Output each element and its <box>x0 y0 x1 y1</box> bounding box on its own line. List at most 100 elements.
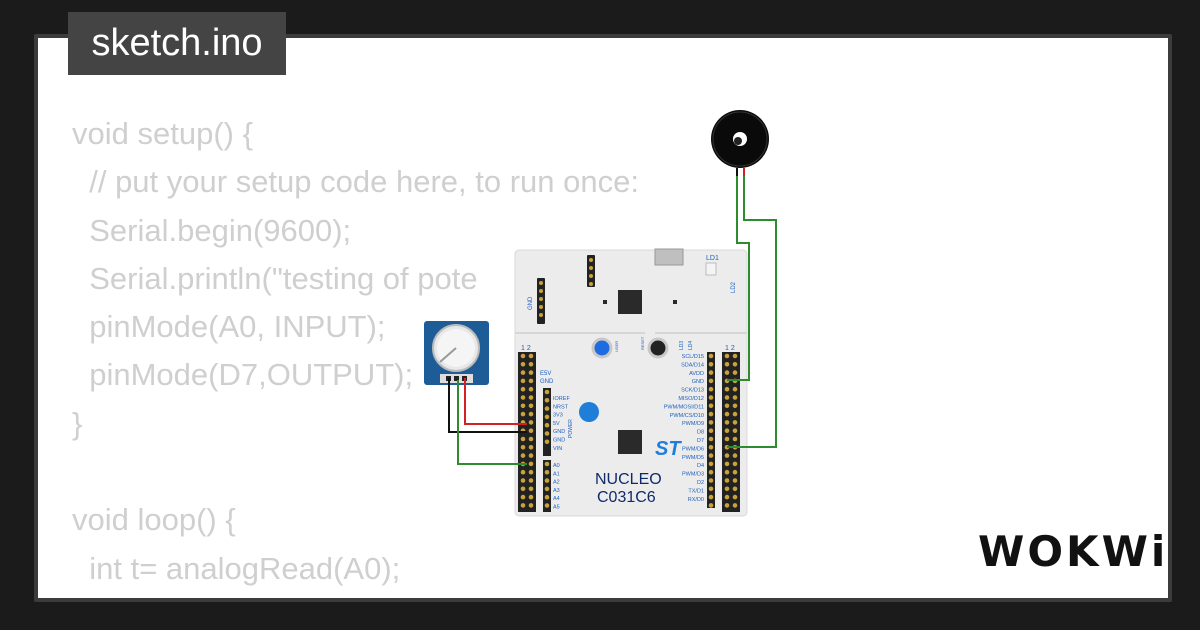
header-pin[interactable] <box>708 486 714 492</box>
header-pin[interactable] <box>724 453 730 458</box>
header-pin[interactable] <box>520 403 526 409</box>
header-pin[interactable] <box>544 439 550 445</box>
buzzer[interactable] <box>711 110 769 176</box>
header-pin[interactable] <box>708 445 714 450</box>
header-pin[interactable] <box>732 486 738 492</box>
nucleo-board[interactable]: LD1 LD2 LD3 LD4 USER RESET GND 1 2 1 2 E… <box>514 248 748 517</box>
header-pin[interactable] <box>544 461 550 467</box>
header-pin[interactable] <box>544 478 550 483</box>
header-pin[interactable] <box>520 386 526 392</box>
header-pin[interactable] <box>724 486 730 492</box>
header-pin[interactable] <box>520 486 526 492</box>
header-pin[interactable] <box>708 461 714 467</box>
reset-button[interactable] <box>647 337 669 359</box>
user-button[interactable] <box>591 337 613 359</box>
header-pin[interactable] <box>724 395 730 400</box>
header-pin[interactable] <box>528 436 534 442</box>
header-pin[interactable] <box>544 422 550 428</box>
header-pin[interactable] <box>724 436 730 442</box>
header-pin[interactable] <box>724 469 730 475</box>
header-pin[interactable] <box>520 411 526 417</box>
header-pin[interactable] <box>528 503 534 508</box>
header-pin[interactable] <box>520 503 526 508</box>
header-pin[interactable] <box>528 461 534 467</box>
header-pin[interactable] <box>732 353 738 359</box>
header-pin[interactable] <box>528 378 534 384</box>
header-pin[interactable] <box>708 386 714 392</box>
header-pin[interactable] <box>724 370 730 375</box>
header-pin[interactable] <box>732 420 738 425</box>
header-pin[interactable] <box>732 461 738 467</box>
header-pin[interactable] <box>732 370 738 375</box>
header-pin[interactable] <box>528 420 534 425</box>
header-pin[interactable] <box>520 478 526 483</box>
header-pin[interactable] <box>528 486 534 492</box>
header-pin[interactable] <box>520 353 526 359</box>
header-pin[interactable] <box>732 411 738 417</box>
header-pin[interactable] <box>528 395 534 400</box>
header-pin[interactable] <box>724 503 730 508</box>
header-pin[interactable] <box>708 395 714 400</box>
header-pin[interactable] <box>724 494 730 500</box>
header-pin[interactable] <box>520 362 526 367</box>
header-pin[interactable] <box>732 453 738 458</box>
header-pin[interactable] <box>544 431 550 436</box>
header-pin[interactable] <box>528 445 534 450</box>
header-pin[interactable] <box>520 395 526 400</box>
header-pin[interactable] <box>724 386 730 392</box>
header-pin[interactable] <box>708 362 714 367</box>
header-pin[interactable] <box>528 362 534 367</box>
header-pin[interactable] <box>708 378 714 384</box>
header-pin[interactable] <box>520 378 526 384</box>
header-pin[interactable] <box>708 420 714 425</box>
header-pin[interactable] <box>520 436 526 442</box>
header-pin[interactable] <box>732 403 738 409</box>
header-pin[interactable] <box>528 494 534 500</box>
header-pin[interactable] <box>528 411 534 417</box>
header-pin[interactable] <box>520 453 526 458</box>
header-pin[interactable] <box>528 469 534 475</box>
header-pin[interactable] <box>544 389 550 395</box>
header-pin[interactable] <box>708 436 714 442</box>
header-pin[interactable] <box>708 469 714 475</box>
header-pin[interactable] <box>520 445 526 450</box>
header-pin[interactable] <box>724 461 730 467</box>
header-pin[interactable] <box>520 469 526 475</box>
header-pin[interactable] <box>708 478 714 483</box>
header-pin[interactable] <box>732 386 738 392</box>
header-pin[interactable] <box>732 395 738 400</box>
header-pin[interactable] <box>708 403 714 409</box>
header-pin[interactable] <box>708 411 714 417</box>
header-pin[interactable] <box>732 503 738 508</box>
header-pin[interactable] <box>724 420 730 425</box>
header-pin[interactable] <box>724 478 730 483</box>
header-pin[interactable] <box>544 414 550 420</box>
header-pin[interactable] <box>520 494 526 500</box>
header-pin[interactable] <box>724 411 730 417</box>
header-pin[interactable] <box>544 494 550 500</box>
header-pin[interactable] <box>708 503 714 508</box>
header-pin[interactable] <box>732 436 738 442</box>
header-pin[interactable] <box>528 478 534 483</box>
header-pin[interactable] <box>528 403 534 409</box>
header-pin[interactable] <box>544 398 550 403</box>
header-pin[interactable] <box>724 403 730 409</box>
header-pin[interactable] <box>724 428 730 434</box>
header-pin[interactable] <box>528 453 534 458</box>
header-pin[interactable] <box>708 453 714 458</box>
header-pin[interactable] <box>732 428 738 434</box>
header-pin[interactable] <box>732 469 738 475</box>
header-pin[interactable] <box>708 370 714 375</box>
header-pin[interactable] <box>724 353 730 359</box>
header-pin[interactable] <box>528 353 534 359</box>
header-pin[interactable] <box>732 478 738 483</box>
header-pin[interactable] <box>708 428 714 434</box>
header-pin[interactable] <box>520 370 526 375</box>
header-pin[interactable] <box>708 353 714 359</box>
header-pin[interactable] <box>528 428 534 434</box>
header-pin[interactable] <box>528 386 534 392</box>
file-tab[interactable]: sketch.ino <box>68 12 286 75</box>
potentiometer[interactable] <box>424 321 489 385</box>
header-pin[interactable] <box>544 470 550 475</box>
header-pin[interactable] <box>544 486 550 492</box>
